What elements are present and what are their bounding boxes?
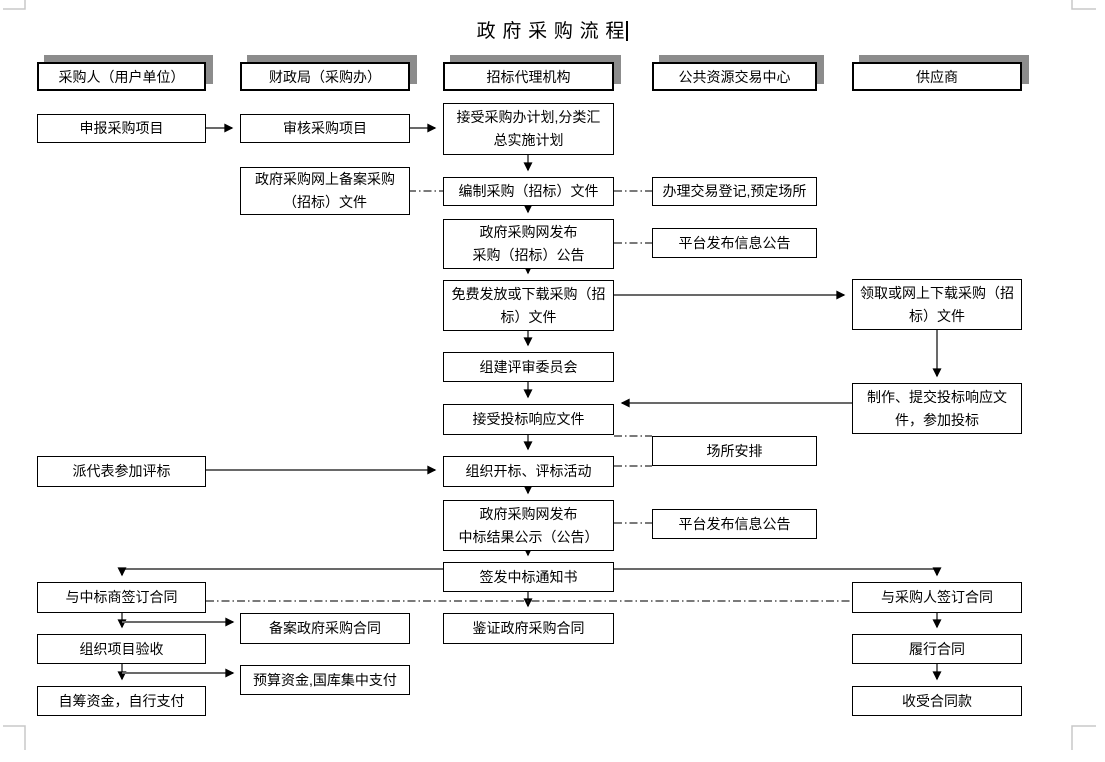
node-publish-announcement[interactable]: 政府采购网发布 采购（招标）公告 xyxy=(443,219,614,269)
node-obtain-docs[interactable]: 领取或网上下载采购（招 标）文件 xyxy=(852,279,1022,330)
node-send-representative[interactable]: 派代表参加评标 xyxy=(37,456,206,487)
corner-mark-bottom-left xyxy=(3,725,26,750)
node-file-contract[interactable]: 备案政府采购合同 xyxy=(240,613,410,644)
node-self-fund-payment[interactable]: 自筹资金，自行支付 xyxy=(37,686,206,716)
node-publish-result[interactable]: 政府采购网发布 中标结果公示（公告） xyxy=(443,500,614,551)
node-accept-plan[interactable]: 接受采购办计划,分类汇 总实施计划 xyxy=(443,103,614,155)
node-perform-contract[interactable]: 履行合同 xyxy=(852,634,1022,664)
node-compile-docs[interactable]: 编制采购（招标）文件 xyxy=(443,177,614,206)
corner-mark-top-left xyxy=(3,0,26,10)
node-organize-acceptance[interactable]: 组织项目验收 xyxy=(37,634,206,664)
node-sign-with-winner[interactable]: 与中标商签订合同 xyxy=(37,582,206,613)
corner-mark-bottom-right xyxy=(1071,725,1096,750)
node-receive-payment[interactable]: 收受合同款 xyxy=(852,686,1022,716)
lane-header-bidding-agency[interactable]: 招标代理机构 xyxy=(443,62,614,91)
node-platform-info-announcement-2[interactable]: 平台发布信息公告 xyxy=(652,509,817,539)
lane-header-trading-center[interactable]: 公共资源交易中心 xyxy=(652,62,817,91)
node-accept-bid-documents[interactable]: 接受投标响应文件 xyxy=(443,404,614,435)
node-platform-info-announcement-1[interactable]: 平台发布信息公告 xyxy=(652,228,817,258)
lane-header-supplier[interactable]: 供应商 xyxy=(852,62,1022,91)
text-cursor xyxy=(626,21,629,41)
corner-mark-top-right xyxy=(1071,0,1096,10)
node-open-evaluate-bids[interactable]: 组织开标、评标活动 xyxy=(443,456,614,487)
node-register-transaction[interactable]: 办理交易登记,预定场所 xyxy=(652,177,817,206)
node-issue-award-notice[interactable]: 签发中标通知书 xyxy=(443,562,614,592)
node-budget-treasury-payment[interactable]: 预算资金,国库集中支付 xyxy=(240,665,410,695)
lane-header-purchaser[interactable]: 采购人（用户单位） xyxy=(37,62,206,91)
lane-header-finance-bureau[interactable]: 财政局（采购办） xyxy=(240,62,410,91)
node-certify-contract[interactable]: 鉴证政府采购合同 xyxy=(443,613,614,644)
node-form-committee[interactable]: 组建评审委员会 xyxy=(443,352,614,382)
page-title-text: 政 府 采 购 流 程 xyxy=(476,21,626,42)
node-prepare-submit-bid[interactable]: 制作、提交投标响应文 件，参加投标 xyxy=(852,383,1022,434)
page-title[interactable]: 政 府 采 购 流 程 xyxy=(0,16,1105,43)
node-distribute-docs[interactable]: 免费发放或下载采购（招 标）文件 xyxy=(443,280,614,331)
node-venue-arrangement[interactable]: 场所安排 xyxy=(652,436,817,466)
node-sign-with-purchaser[interactable]: 与采购人签订合同 xyxy=(852,582,1022,613)
node-online-filing-docs[interactable]: 政府采购网上备案采购 （招标）文件 xyxy=(240,167,410,215)
node-declare-project[interactable]: 申报采购项目 xyxy=(37,114,206,143)
node-review-project[interactable]: 审核采购项目 xyxy=(240,114,410,143)
